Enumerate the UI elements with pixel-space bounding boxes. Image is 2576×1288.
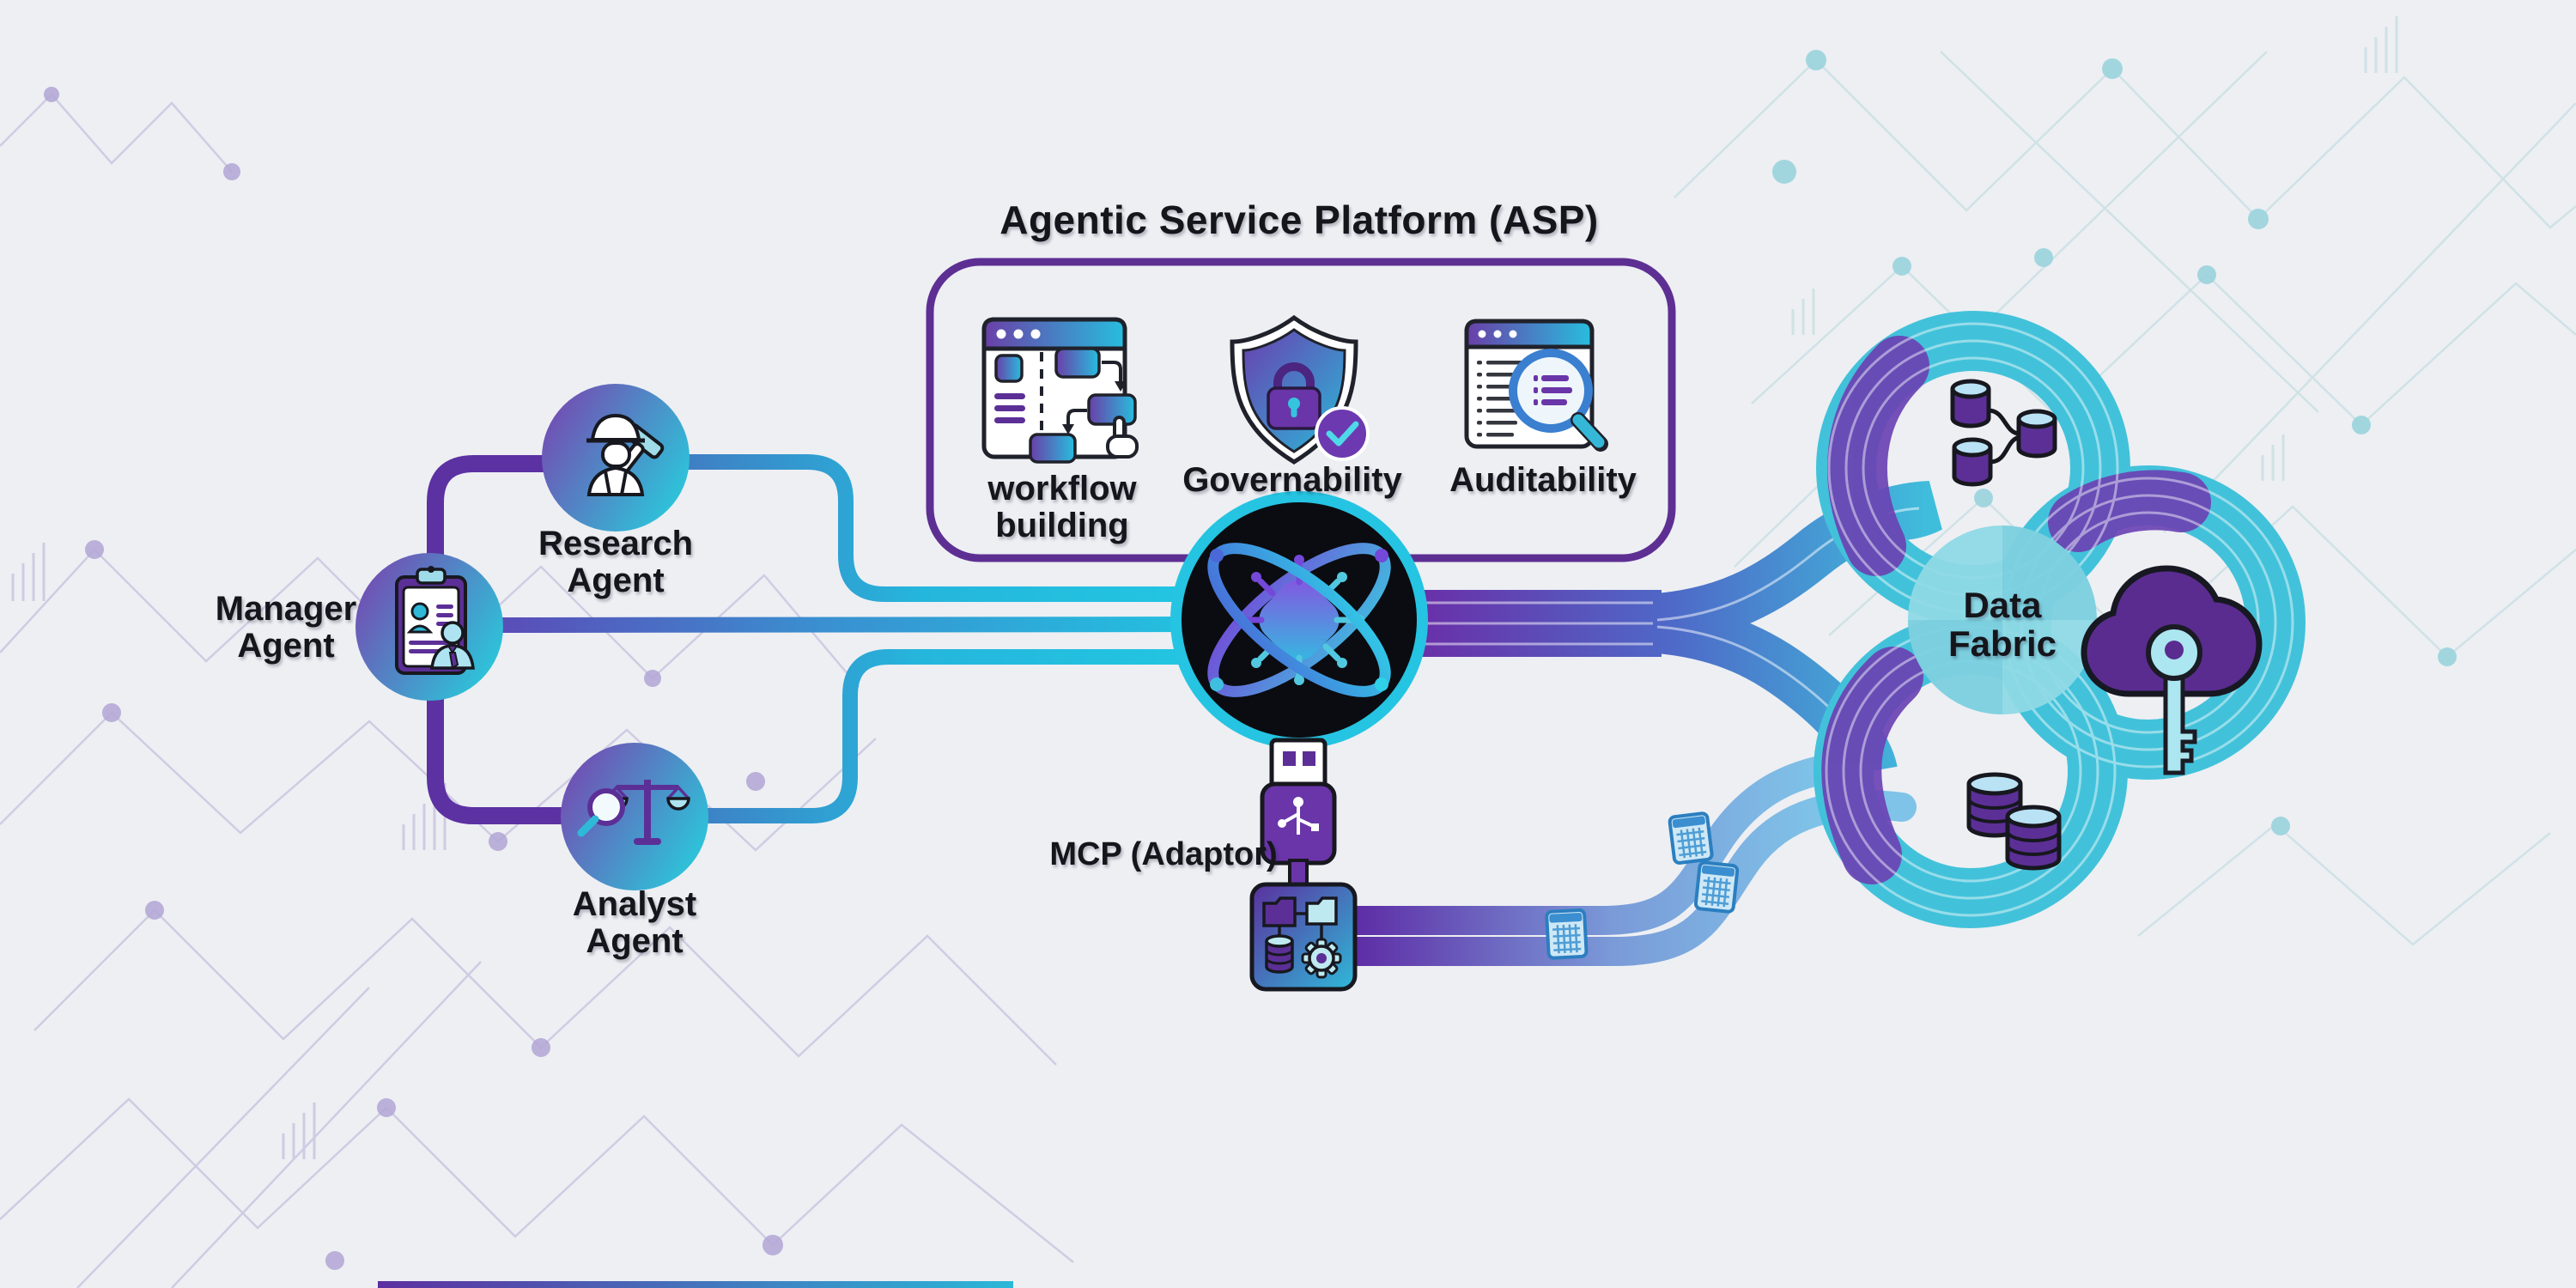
workflow-building-label: workflow building [987, 470, 1137, 545]
analyst-to-hub-line [696, 649, 1244, 823]
manager-research-connector [427, 455, 558, 565]
spreadsheet-chip-icon [1693, 860, 1740, 914]
asp-title: Agentic Service Platform (ASP) [999, 197, 1599, 242]
spreadsheet-chip-icon [1668, 811, 1714, 865]
asp-hub [1170, 491, 1428, 749]
atom-chip-icon [1207, 543, 1391, 697]
data-fabric-center [1908, 526, 2097, 714]
cloud-key-icon [2081, 565, 2263, 775]
bottom-edge-accent [378, 1281, 1013, 1288]
manager-analyst-connector [427, 689, 575, 824]
manager-to-hub-line [495, 617, 1244, 633]
research-agent-icon [542, 384, 690, 532]
analyst-agent-icon [561, 743, 708, 890]
manager-agent-label: Manager Agent [215, 590, 357, 665]
research-to-hub-line [679, 454, 1244, 602]
manager-agent-icon [355, 553, 503, 701]
analyst-agent-label: Analyst Agent [572, 885, 697, 961]
audit-magnifier-icon [1464, 319, 1608, 452]
hand-cursor-icon [1106, 416, 1139, 459]
gear-icon [1301, 938, 1342, 979]
spreadsheet-chip-icon [1545, 908, 1589, 960]
auditability-label: Auditability [1449, 461, 1637, 499]
data-fabric-label: Data Fabric [1947, 585, 2057, 665]
mcp-adaptor-box-icon [1249, 882, 1358, 992]
workflow-builder-icon [981, 317, 1139, 464]
usb-plug-icon [1260, 738, 1337, 891]
background-dots-teal [1772, 50, 2457, 835]
research-agent-label: Research Agent [538, 525, 694, 600]
mcp-adaptor-label: MCP (Adaptor) [1049, 836, 1278, 872]
shield-lock-check-icon [1230, 314, 1370, 465]
linked-databases-icon [1950, 379, 2057, 487]
database-stack-icon [1966, 772, 2062, 871]
governability-label: Governability [1182, 461, 1402, 499]
